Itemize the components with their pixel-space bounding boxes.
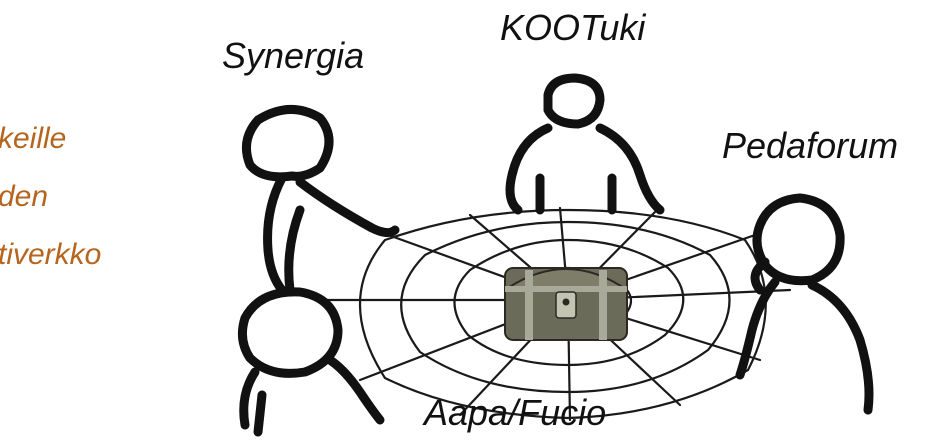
label-synergia: Synergia: [222, 38, 364, 74]
label-pedaforum: Pedaforum: [722, 128, 898, 164]
label-kootuki: KOOTuki: [500, 10, 645, 46]
figure-kootuki: [510, 78, 660, 210]
label-aapa-fucio: Aapa/Fucio: [424, 395, 606, 431]
treasure-chest-icon: [505, 268, 627, 340]
side-text-line-3: tiverkko: [0, 240, 101, 270]
figure-synergia: [246, 109, 395, 290]
side-text-line-2: den: [0, 182, 48, 212]
figure-pedaforum: [740, 198, 869, 410]
side-text-line-1: keille: [0, 124, 66, 154]
